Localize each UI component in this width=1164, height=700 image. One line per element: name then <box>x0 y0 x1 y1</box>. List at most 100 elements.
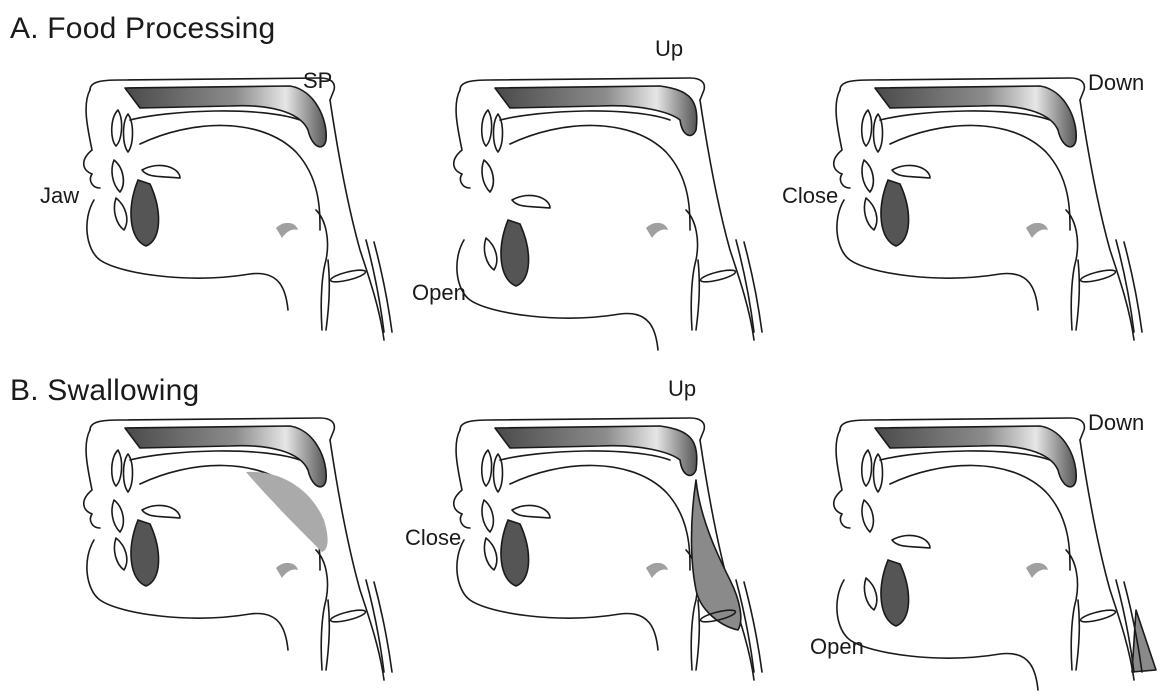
nose-outline <box>834 90 842 174</box>
esophagus-outline <box>1116 240 1134 332</box>
turbinate-icon <box>124 454 133 492</box>
label-up: Up <box>668 376 696 402</box>
nose-outline <box>84 90 92 174</box>
label-close: Close <box>782 183 838 209</box>
upper-tooth-icon <box>862 160 873 192</box>
larynx-outline <box>1076 260 1079 330</box>
tongue-body <box>881 180 909 246</box>
vocal-fold-icon <box>1080 268 1117 284</box>
jaw-outline <box>457 540 658 650</box>
larynx-outline <box>696 600 699 670</box>
vocal-fold-icon <box>1080 608 1117 624</box>
hyoid-icon <box>646 563 668 578</box>
esophagus-outline <box>366 240 384 332</box>
nose-outline <box>454 90 462 174</box>
turbinate-icon <box>482 110 492 146</box>
pharyngeal-wall <box>1080 100 1134 340</box>
jaw-outline <box>87 200 288 310</box>
tongue-body <box>881 560 909 626</box>
turbinate-icon <box>874 114 883 152</box>
tongue-dorsum <box>510 125 690 230</box>
jaw-outline <box>837 580 1038 690</box>
head-cross-section <box>30 400 420 700</box>
larynx-outline <box>1076 600 1079 670</box>
panel-swallowing-oral <box>30 400 420 700</box>
vocal-fold-icon <box>330 608 367 624</box>
tongue-body <box>501 220 529 286</box>
tongue-tip <box>512 505 550 518</box>
lower-tooth-icon <box>864 198 876 230</box>
head-cross-section <box>780 60 1164 360</box>
label-down: Down <box>1088 410 1144 436</box>
pharyngeal-wall <box>700 100 754 340</box>
tongue-tip <box>142 505 180 518</box>
upper-lip <box>90 514 100 528</box>
hyoid-icon <box>646 223 668 238</box>
head-cross-section <box>30 60 420 360</box>
upper-tooth-icon <box>482 160 493 192</box>
hyoid-icon <box>276 223 298 238</box>
upper-lip <box>840 174 850 188</box>
label-down: Down <box>1088 70 1144 96</box>
palate-line <box>130 451 300 460</box>
palate-line <box>880 451 1050 460</box>
upper-tooth-icon <box>482 500 493 532</box>
upper-tooth-icon <box>862 500 873 532</box>
label-open: Open <box>810 634 864 660</box>
lower-tooth-icon <box>484 538 496 570</box>
nose-outline <box>84 430 92 514</box>
hyoid-icon <box>1026 223 1048 238</box>
upper-tooth-icon <box>112 160 123 192</box>
tongue-dorsum <box>890 465 1070 570</box>
jaw-outline <box>87 540 288 650</box>
jaw-outline <box>837 200 1038 310</box>
turbinate-icon <box>112 110 122 146</box>
upper-lip <box>460 514 470 528</box>
turbinate-icon <box>874 454 883 492</box>
tongue-tip <box>512 195 550 208</box>
lower-tooth-icon <box>484 238 496 270</box>
palate-line <box>500 451 670 460</box>
head-cross-section <box>400 60 790 360</box>
upper-lip <box>90 174 100 188</box>
vocal-fold-icon <box>330 268 367 284</box>
epiglottis-outline <box>1066 210 1078 330</box>
tongue-tip <box>892 165 930 178</box>
label-open: Open <box>412 280 466 306</box>
panel-food-processing-open <box>400 60 790 360</box>
label-close: Close <box>405 525 461 551</box>
epiglottis-outline <box>1066 550 1078 670</box>
turbinate-icon <box>862 110 872 146</box>
pharyngeal-wall <box>1080 440 1134 680</box>
turbinate-icon <box>124 114 133 152</box>
hyoid-icon <box>276 563 298 578</box>
bolus-esophagus <box>1132 610 1156 672</box>
label-soft-palate: SP <box>303 68 332 94</box>
panel-food-processing-close <box>780 60 1164 360</box>
turbinate-icon <box>482 450 492 486</box>
tongue-tip <box>892 535 930 548</box>
lower-tooth-icon <box>114 198 126 230</box>
larynx-outline <box>696 260 699 330</box>
epiglottis-outline <box>316 550 328 670</box>
palate-line <box>500 111 670 120</box>
turbinate-icon <box>494 114 503 152</box>
turbinate-icon <box>494 454 503 492</box>
palate-line <box>130 111 300 120</box>
tongue-body <box>131 520 159 586</box>
hyoid-icon <box>1026 563 1048 578</box>
epiglottis-outline <box>316 210 328 330</box>
label-up: Up <box>655 36 683 62</box>
upper-lip <box>840 514 850 528</box>
epiglottis-outline <box>686 210 698 330</box>
pharyngeal-wall <box>330 440 384 680</box>
lower-tooth-icon <box>114 538 126 570</box>
turbinate-icon <box>112 450 122 486</box>
esophagus-outline <box>736 240 754 332</box>
tongue-tip <box>142 165 180 178</box>
pharyngeal-wall <box>330 100 384 340</box>
label-jaw: Jaw <box>40 183 79 209</box>
nose-outline <box>454 430 462 514</box>
esophagus-outline <box>1116 580 1134 672</box>
nose-outline <box>834 430 842 514</box>
